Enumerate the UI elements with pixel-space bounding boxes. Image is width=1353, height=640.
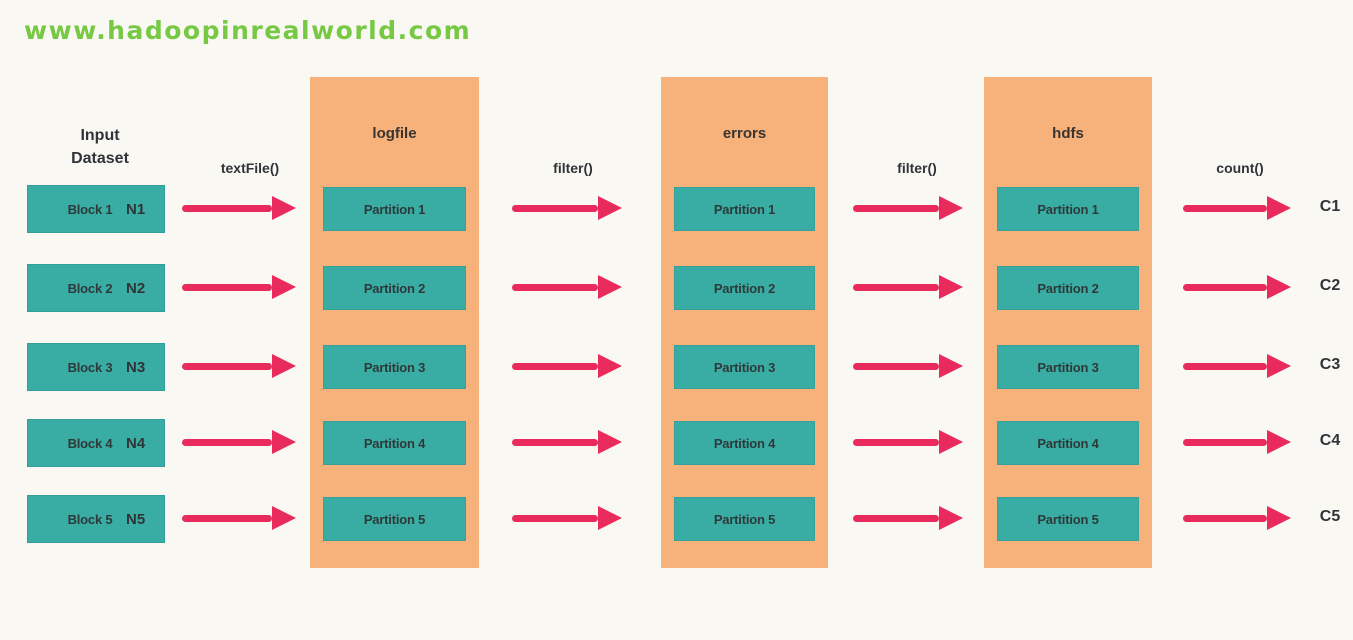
op-label-count: count() [1216,160,1264,176]
flow-arrow-icon [853,196,963,220]
partition: Partition 1 [997,187,1139,231]
op-label-filter-2: filter() [897,160,937,176]
partition: Partition 3 [997,345,1139,389]
block-label: Block 1 [67,201,113,217]
block-label: Block 3 [67,359,113,375]
flow-arrow-icon [182,196,296,220]
flow-arrow-icon [512,196,622,220]
flow-arrow-icon [512,430,622,454]
partition: Partition 3 [674,345,815,389]
partition: Partition 3 [323,345,466,389]
input-dataset-title: Input Dataset [35,124,165,170]
block-label: Block 2 [67,280,113,296]
partition: Partition 2 [674,266,815,310]
rdd-column-errors: errors Partition 1 Partition 2 Partition… [661,77,828,568]
node-label: N3 [126,358,146,376]
count-label-c1: C1 [1319,198,1341,215]
partition: Partition 5 [997,497,1139,541]
input-block-2: Block 2 N2 [27,264,165,312]
flow-arrow-icon [182,275,296,299]
input-block-1: Block 1 N1 [27,185,165,233]
flow-arrow-icon [853,430,963,454]
flow-arrow-icon [1183,196,1291,220]
partition: Partition 2 [997,266,1139,310]
op-label-textfile: textFile() [220,160,280,176]
partition: Partition 5 [323,497,466,541]
flow-arrow-icon [853,506,963,530]
partition: Partition 4 [674,421,815,465]
count-label-c5: C5 [1319,508,1341,525]
flow-arrow-icon [512,275,622,299]
rdd-title: errors [722,125,767,142]
flow-arrow-icon [182,430,296,454]
block-label: Block 4 [67,435,113,451]
flow-arrow-icon [512,506,622,530]
node-label: N5 [126,510,146,528]
op-label-filter-1: filter() [553,160,593,176]
node-label: N2 [126,279,146,297]
partition: Partition 4 [997,421,1139,465]
flow-arrow-icon [853,354,963,378]
block-label: Block 5 [67,511,113,527]
partition: Partition 2 [323,266,466,310]
count-label-c2: C2 [1319,277,1341,294]
partition: Partition 1 [674,187,815,231]
rdd-column-hdfs: hdfs Partition 1 Partition 2 Partition 3… [984,77,1152,568]
count-label-c3: C3 [1319,356,1341,373]
partition: Partition 5 [674,497,815,541]
partition: Partition 4 [323,421,466,465]
rdd-title: logfile [372,125,417,142]
input-block-3: Block 3 N3 [27,343,165,391]
flow-arrow-icon [1183,275,1291,299]
flow-arrow-icon [182,354,296,378]
flow-arrow-icon [182,506,296,530]
watermark: www.hadoopinrealworld.com [24,16,472,45]
flow-arrow-icon [1183,430,1291,454]
flow-arrow-icon [853,275,963,299]
node-label: N4 [126,434,146,452]
partition: Partition 1 [323,187,466,231]
input-dataset-title-line2: Dataset [71,150,129,168]
input-block-4: Block 4 N4 [27,419,165,467]
flow-arrow-icon [1183,354,1291,378]
rdd-title: hdfs [1052,125,1084,142]
flow-arrow-icon [1183,506,1291,530]
rdd-column-logfile: logfile Partition 1 Partition 2 Partitio… [310,77,479,568]
input-dataset-title-line1: Input [80,127,120,144]
flow-arrow-icon [512,354,622,378]
node-label: N1 [126,200,146,218]
count-label-c4: C4 [1319,432,1341,449]
input-block-5: Block 5 N5 [27,495,165,543]
